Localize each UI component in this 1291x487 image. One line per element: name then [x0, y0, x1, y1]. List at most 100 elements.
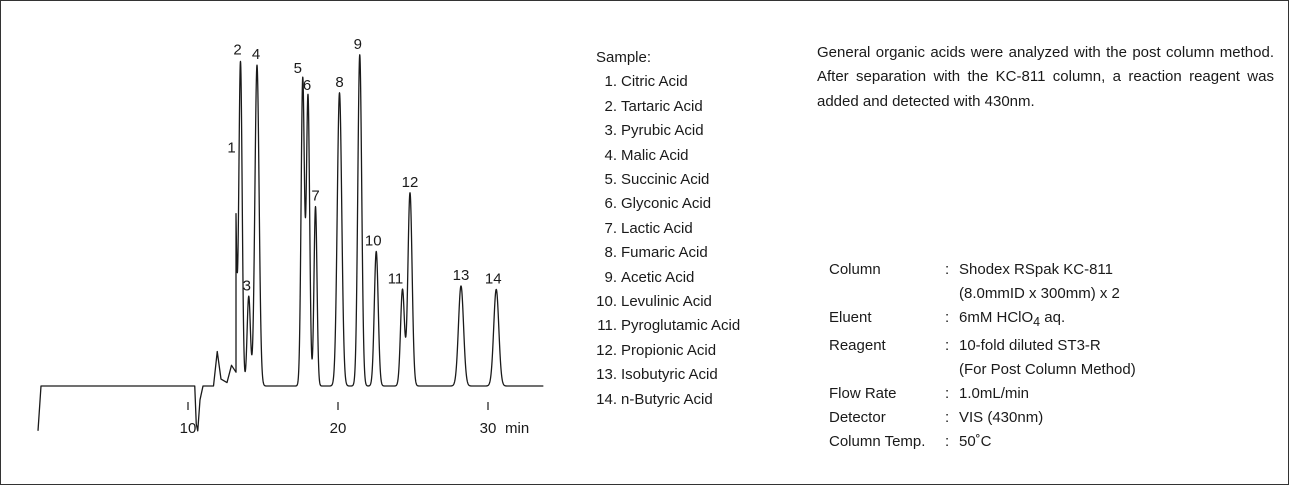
eluent-subscript: 4 — [1033, 314, 1041, 329]
sample-item: 9.Acetic Acid — [596, 266, 740, 290]
condition-separator: : — [945, 408, 950, 426]
sample-item: 10.Levulinic Acid — [596, 290, 740, 314]
sample-number: 2. — [604, 97, 617, 115]
sample-item: 13.Isobutyric Acid — [596, 363, 740, 387]
description: General organic acids were analyzed with… — [817, 44, 1274, 110]
peak-label: 2 — [233, 42, 241, 59]
sample-item: 5.Succinic Acid — [596, 168, 740, 192]
condition-row-reagent-2: (For Post Column Method) — [829, 358, 1136, 382]
sample-name: Levulinic Acid — [621, 293, 712, 311]
sample-item: 3.Pyrubic Acid — [596, 119, 740, 143]
sample-number: 5. — [604, 171, 617, 189]
peak-label: 4 — [252, 46, 260, 63]
x-unit-label: min — [505, 420, 529, 437]
sample-number: 7. — [604, 219, 617, 237]
condition-separator: : — [945, 384, 950, 402]
peak-label: 3 — [243, 277, 251, 294]
sample-name: Citric Acid — [621, 73, 688, 91]
condition-row-column: Column : Shodex RSpak KC-811 — [829, 258, 1136, 282]
condition-label: Column — [829, 261, 881, 278]
peak-label: 11 — [388, 270, 404, 287]
condition-value: (For Post Column Method) — [959, 361, 1136, 379]
signal-trace — [37, 54, 544, 432]
condition-value: 1.0mL/min — [959, 384, 1030, 402]
condition-row-reagent: Reagent : 10-fold diluted ST3-R — [829, 334, 1136, 358]
condition-separator: : — [945, 261, 950, 278]
condition-row-column-temp: Column Temp. : 50˚C — [829, 430, 1136, 454]
sample-number: 1. — [604, 73, 617, 91]
peak-label: 1 — [227, 139, 235, 156]
sample-number: 14. — [596, 390, 617, 408]
sample-item: 2.Tartaric Acid — [596, 95, 740, 119]
peak-label: 13 — [453, 267, 470, 284]
peak-label: 14 — [485, 270, 502, 287]
sample-name: Lactic Acid — [621, 219, 693, 237]
sample-name: n-Butyric Acid — [621, 390, 713, 408]
sample-name: Tartaric Acid — [621, 97, 703, 115]
condition-label: Detector — [829, 408, 886, 426]
peak-label: 10 — [365, 232, 382, 249]
eluent-suffix: aq. — [1040, 308, 1066, 326]
sample-name: Glyconic Acid — [621, 195, 712, 213]
sample-name: Propionic Acid — [621, 341, 717, 359]
sample-name: Pyroglutamic Acid — [621, 317, 741, 335]
condition-row-flow-rate: Flow Rate : 1.0mL/min — [829, 382, 1136, 406]
condition-label: Flow Rate — [829, 384, 897, 402]
condition-label: Reagent — [829, 337, 886, 355]
sample-item: 4.Malic Acid — [596, 144, 740, 168]
peak-label: 8 — [335, 74, 343, 91]
sample-name: Fumaric Acid — [621, 244, 708, 262]
sample-item: 11.Pyroglutamic Acid — [596, 314, 740, 338]
condition-value: (8.0mmID x 300mm) x 2 — [959, 284, 1120, 302]
sample-number: 13. — [596, 366, 617, 384]
condition-value: 50˚C — [959, 432, 992, 450]
x-tick-label: 10 — [180, 420, 197, 437]
x-tick-label: 30 — [480, 420, 497, 437]
condition-row-eluent: Eluent : 6mM HClO4 aq. — [829, 306, 1136, 335]
trace-layer — [37, 54, 544, 432]
eluent-formula: 6mM HClO — [959, 308, 1034, 326]
sample-number: 12. — [596, 341, 617, 359]
conditions-table: Column : Shodex RSpak KC-811 (8.0mmID x … — [829, 258, 1136, 453]
condition-label: Eluent — [829, 308, 872, 326]
sample-number: 8. — [604, 244, 617, 262]
peak-label: 5 — [294, 60, 302, 77]
condition-value: Shodex RSpak KC-811 — [959, 261, 1113, 278]
sample-name: Succinic Acid — [621, 171, 710, 189]
sample-header: Sample: — [596, 49, 652, 66]
sample-item: 7.Lactic Acid — [596, 217, 740, 241]
sample-item: 8.Fumaric Acid — [596, 241, 740, 265]
condition-separator: : — [945, 337, 950, 355]
condition-row-column-2: (8.0mmID x 300mm) x 2 — [829, 282, 1136, 306]
condition-value: 10-fold diluted ST3-R — [959, 337, 1101, 355]
condition-row-detector: Detector : VIS (430nm) — [829, 406, 1136, 430]
sample-item: 1.Citric Acid — [596, 70, 740, 94]
sample-item: 14.n-Butyric Acid — [596, 388, 740, 412]
sample-item: 12.Propionic Acid — [596, 339, 740, 363]
sample-number: 6. — [604, 195, 617, 213]
sample-number: 10. — [596, 293, 617, 311]
condition-value: VIS (430nm) — [959, 408, 1044, 426]
sample-name: Malic Acid — [621, 146, 689, 164]
sample-name: Isobutyric Acid — [621, 366, 718, 384]
condition-label: Column Temp. — [829, 432, 926, 450]
condition-separator: : — [945, 308, 950, 326]
sample-number: 4. — [604, 146, 617, 164]
peak-label: 7 — [311, 188, 319, 205]
sample-item: 6.Glyconic Acid — [596, 192, 740, 216]
condition-separator: : — [945, 432, 950, 450]
sample-number: 9. — [604, 268, 617, 286]
sample-number: 3. — [604, 122, 617, 140]
sample-number: 11. — [597, 317, 617, 335]
sample-name: Acetic Acid — [621, 268, 695, 286]
x-tick-label: 20 — [330, 420, 347, 437]
peak-label: 12 — [402, 174, 419, 191]
condition-value: 6mM HClO4 aq. — [959, 306, 1136, 335]
peak-label: 9 — [354, 36, 362, 53]
x-axis: 10 20 30 min — [180, 402, 529, 437]
